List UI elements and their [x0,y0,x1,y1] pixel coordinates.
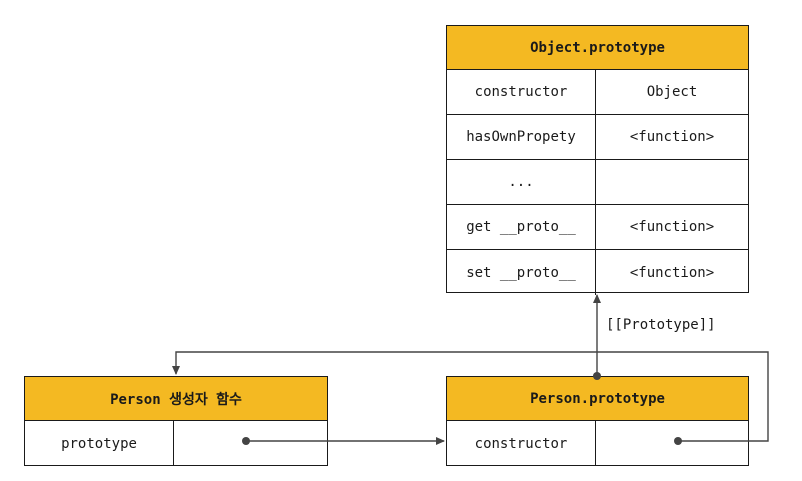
property-value: <function> [629,129,715,145]
table-row: get __proto__ <function> [447,205,748,250]
property-key: get __proto__ [447,205,596,249]
table-row: set __proto__ <function> [447,250,748,295]
table-row: constructor Object [447,70,748,115]
table-row: hasOwnPropety <function> [447,115,748,160]
object-prototype-title: Object.prototype [447,26,748,70]
property-value: Object [646,84,698,100]
property-key: ... [447,160,596,204]
person-constructor-title: Person 생성자 함수 [25,377,327,421]
property-key: set __proto__ [447,250,596,295]
property-key: prototype [25,421,174,466]
prototype-link-label: [[Prototype]] [606,317,716,333]
property-key: constructor [447,421,596,466]
table-row: ... [447,160,748,205]
prototype-chain-arrow [593,294,601,380]
reference-line [172,351,769,442]
property-key: constructor [447,70,596,114]
person-prototype-box: Person.prototype constructor [446,376,749,466]
table-row: prototype [25,421,327,466]
property-value: <function> [629,219,715,235]
prototype-reference-arrow [242,437,445,445]
person-prototype-title: Person.prototype [447,377,748,421]
object-prototype-box: Object.prototype constructor Object hasO… [446,25,749,295]
property-value: <function> [629,264,715,281]
person-constructor-box: Person 생성자 함수 prototype [24,376,328,466]
property-key: hasOwnPropety [447,115,596,159]
constructor-reference-arrow [172,351,769,445]
table-row: constructor [447,421,748,466]
